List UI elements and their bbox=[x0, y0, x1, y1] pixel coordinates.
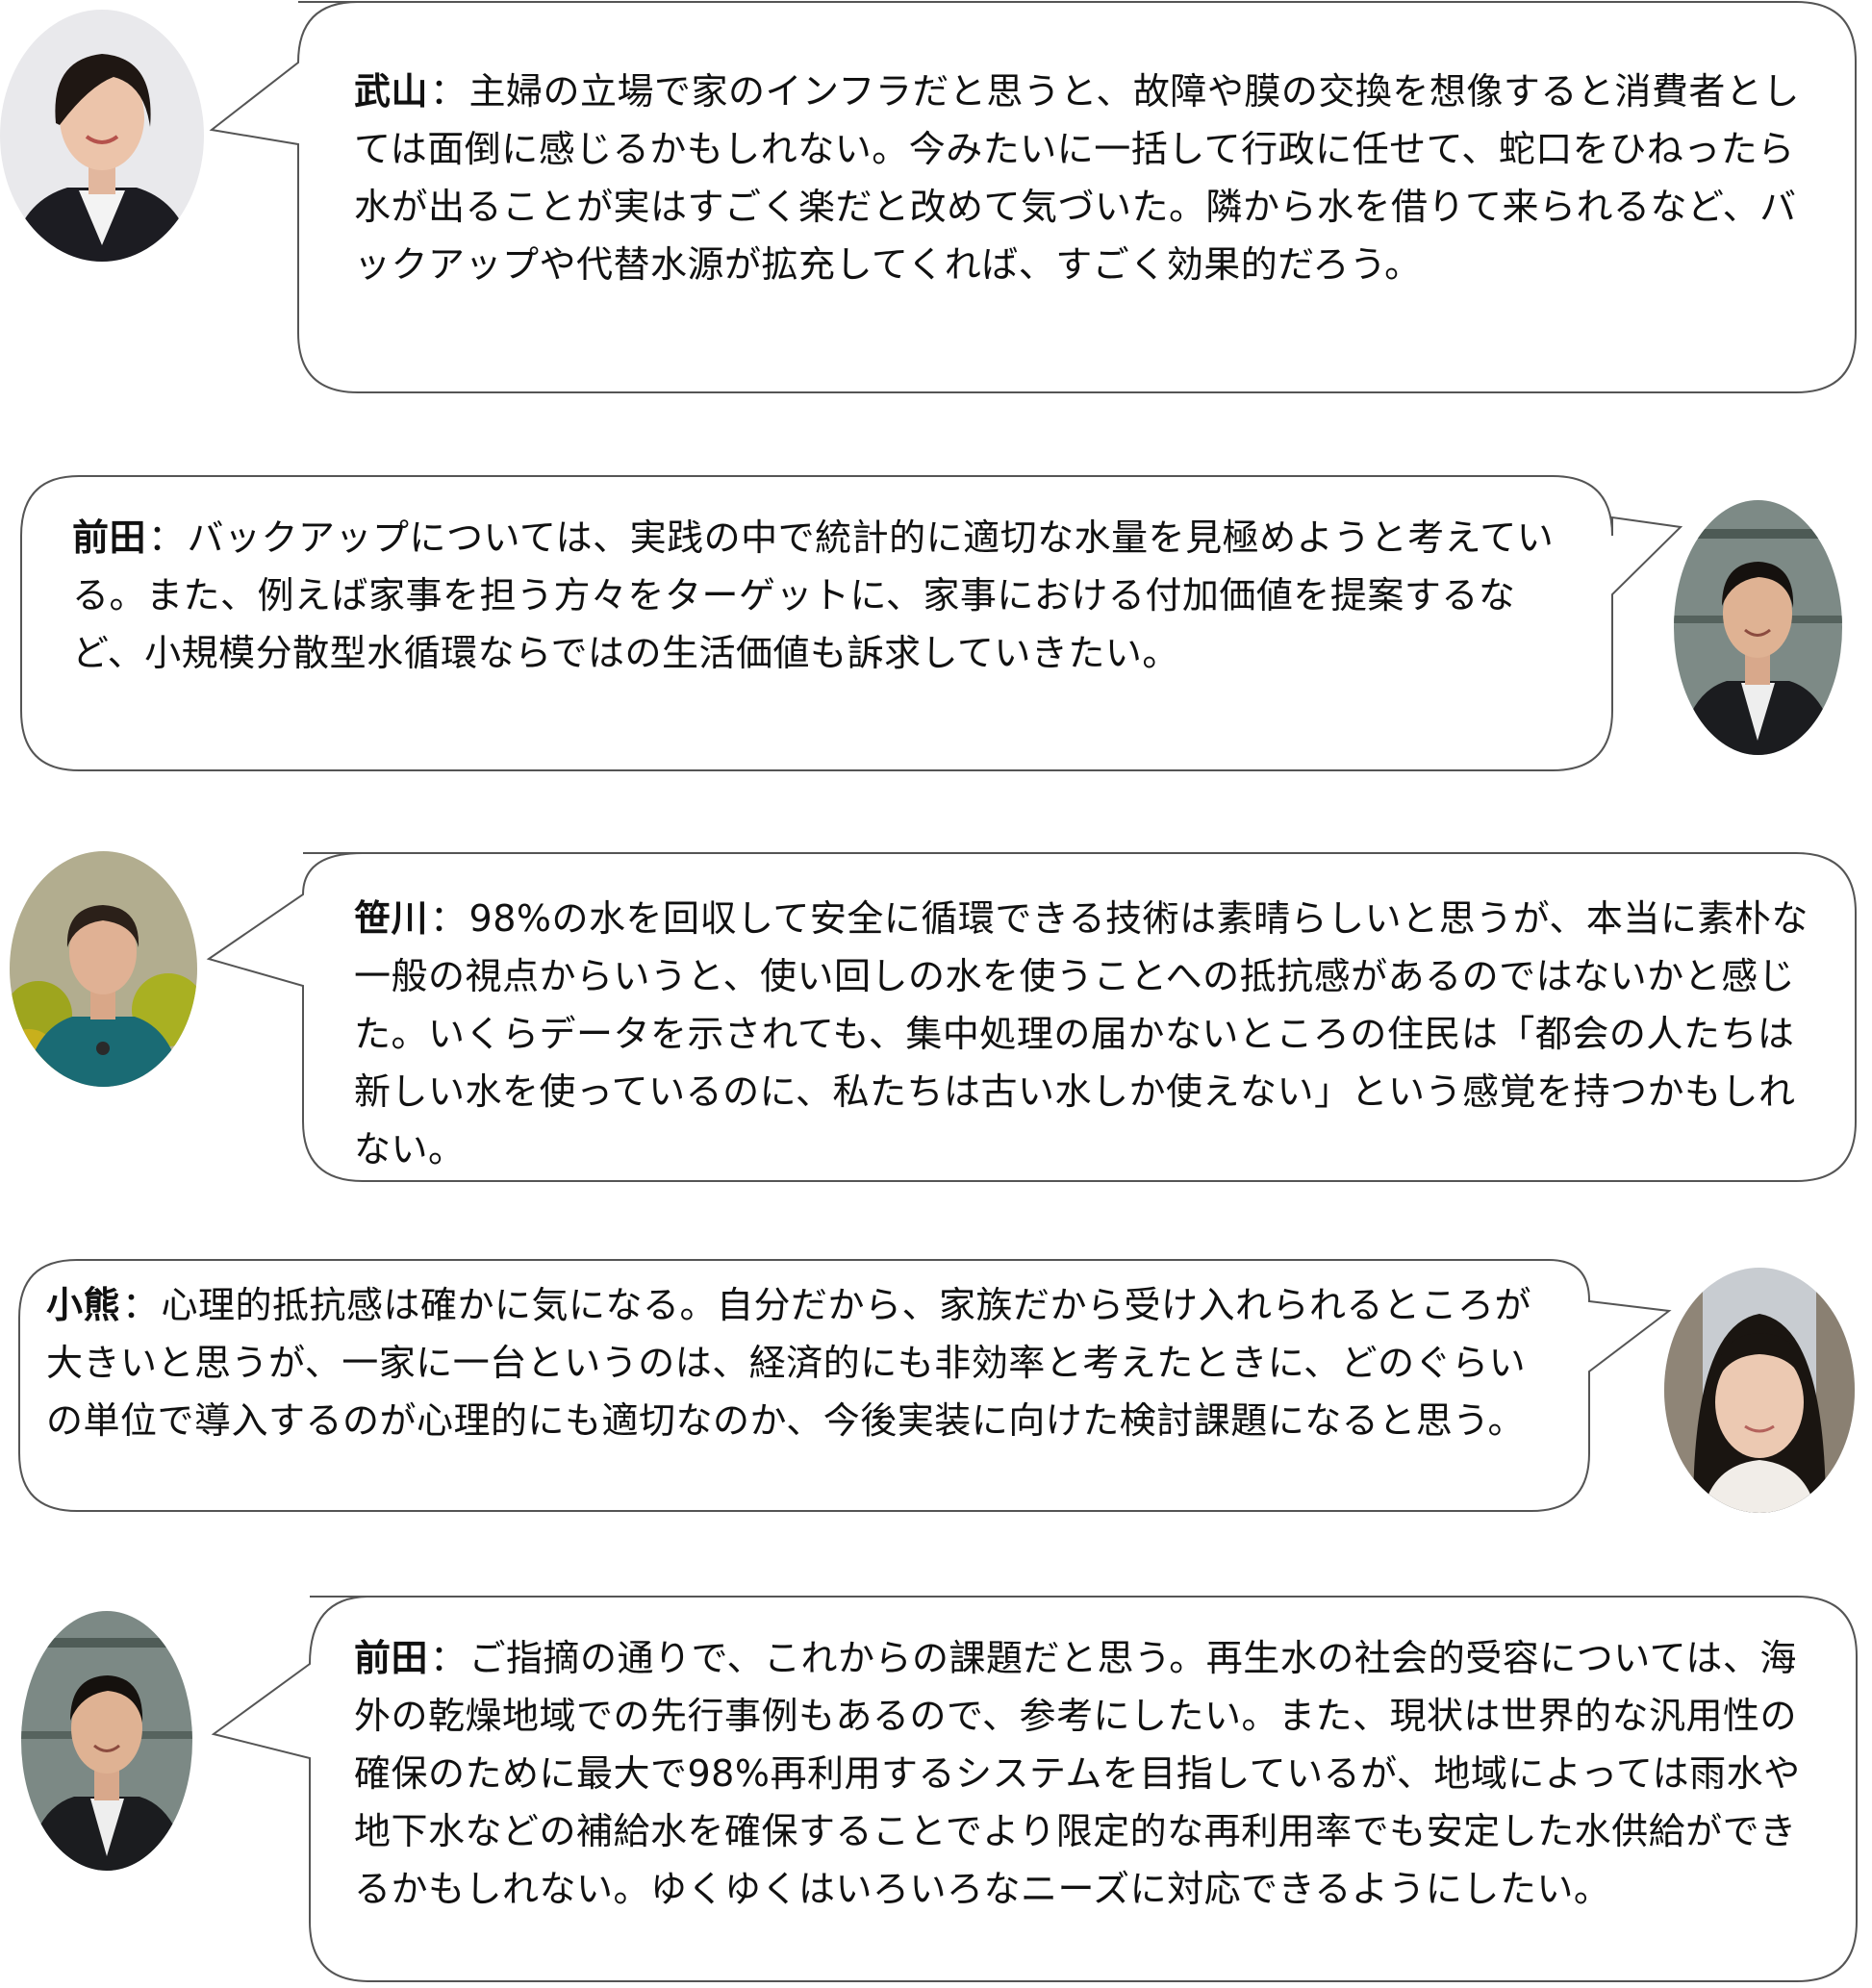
dialogue-text: 主婦の立場で家のインフラだと思うと、故障や膜の交換を想像すると消費者としては面倒… bbox=[354, 70, 1800, 286]
speech-bubble-shape bbox=[20, 475, 1683, 771]
avatar-koguma bbox=[1664, 1268, 1855, 1513]
avatar-takeyama bbox=[0, 10, 204, 262]
speech-bubble-shape bbox=[18, 1259, 1672, 1512]
dialogue-text: 98%の水を回収して安全に循環できる技術は素晴らしいと思うが、本当に素朴な一般の… bbox=[354, 897, 1809, 1170]
speaker-separator: ： bbox=[148, 516, 186, 559]
avatar-sasagawa bbox=[10, 851, 197, 1087]
speaker-name: 前田 bbox=[72, 516, 147, 559]
speech-bubble-shape bbox=[209, 1, 1857, 393]
speaker-name: 小熊 bbox=[46, 1284, 121, 1326]
speech-bubble-sasagawa: 笹川：98%の水を回収して安全に循環できる技術は素晴らしいと思うが、本当に素朴な… bbox=[206, 851, 1858, 1183]
speaker-separator: ： bbox=[430, 1637, 468, 1679]
dialogue-text-block: 前田：バックアップについては、実践の中で統計的に適切な水量を見極めようと考えてい… bbox=[72, 509, 1568, 682]
speaker-name: 武山 bbox=[354, 70, 429, 113]
speech-bubble-takeyama: 武山：主婦の立場で家のインフラだと思うと、故障や膜の交換を想像すると消費者として… bbox=[207, 0, 1858, 394]
dialogue-text: バックアップについては、実践の中で統計的に適切な水量を見極めようと考えている。ま… bbox=[72, 516, 1555, 674]
speech-bubble-koguma: 小熊：心理的抵抗感は確かに気になる。自分だから、家族だから受け入れられるところが… bbox=[17, 1258, 1672, 1513]
speaker-name: 前田 bbox=[354, 1637, 429, 1679]
speech-bubble-maeda-2: 前田：ご指摘の通りで、これからの課題だと思う。再生水の社会的受容については、海外… bbox=[211, 1595, 1859, 1983]
speaker-separator: ： bbox=[430, 70, 468, 113]
dialogue-text-block: 小熊：心理的抵抗感は確かに気になる。自分だから、家族だから受け入れられるところが… bbox=[46, 1276, 1552, 1449]
avatar-maeda-2 bbox=[21, 1611, 192, 1871]
speaker-name: 笹川 bbox=[354, 897, 429, 940]
dialogue-text-block: 前田：ご指摘の通りで、これからの課題だと思う。再生水の社会的受容については、海外… bbox=[354, 1629, 1816, 1918]
speaker-separator: ： bbox=[430, 897, 468, 940]
dialogue-text: ご指摘の通りで、これからの課題だと思う。再生水の社会的受容については、海外の乾燥… bbox=[354, 1637, 1801, 1910]
speech-bubble-shape bbox=[211, 1596, 1858, 1982]
speaker-separator: ： bbox=[122, 1284, 160, 1326]
speech-bubble-maeda-1: 前田：バックアップについては、実践の中で統計的に適切な水量を見極めようと考えてい… bbox=[19, 474, 1683, 772]
speech-bubble-shape bbox=[206, 852, 1857, 1182]
dialogue-text: 心理的抵抗感は確かに気になる。自分だから、家族だから受け入れられるところが大きい… bbox=[46, 1284, 1532, 1442]
dialogue-text-block: 武山：主婦の立場で家のインフラだと思うと、故障や膜の交換を想像すると消費者として… bbox=[354, 63, 1807, 293]
dialogue-text-block: 笹川：98%の水を回収して安全に循環できる技術は素晴らしいと思うが、本当に素朴な… bbox=[354, 890, 1811, 1178]
avatar-maeda bbox=[1674, 500, 1842, 755]
